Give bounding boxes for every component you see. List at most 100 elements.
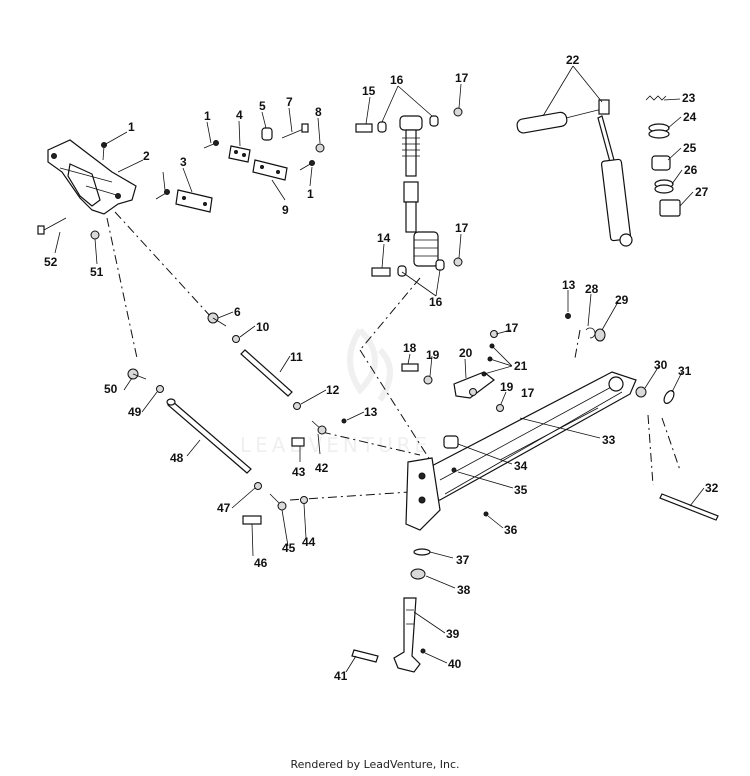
spring-26: [654, 179, 674, 194]
callout-13b: 13: [562, 278, 576, 292]
washer-19b: [469, 388, 477, 396]
bushing-16a: [377, 121, 387, 133]
callout-17d: 17: [521, 386, 535, 400]
callout-8: 8: [315, 105, 322, 119]
spring-24: [648, 123, 670, 139]
ball-joint-42: [311, 420, 327, 435]
bushing-16d: [435, 259, 445, 271]
callout-9: 9: [282, 203, 289, 217]
callout-7: 7: [286, 95, 293, 109]
callout-26: 26: [684, 163, 698, 177]
callout-19a: 19: [426, 348, 440, 362]
callout-32: 32: [705, 481, 719, 495]
bushing-5: [261, 127, 273, 141]
callout-22: 22: [566, 53, 580, 67]
nut-17d: [496, 404, 504, 412]
callout-21: 21: [514, 359, 528, 373]
washer-19a: [423, 375, 433, 385]
callout-34: 34: [514, 459, 528, 473]
pivot-bolt-32: [659, 493, 719, 521]
callout-51: 51: [90, 265, 104, 279]
bracket-20: [453, 371, 495, 399]
callout-16b: 16: [429, 295, 443, 309]
callout-45: 45: [282, 541, 296, 555]
callout-5: 5: [259, 99, 266, 113]
callout-12: 12: [326, 383, 340, 397]
callout-16a: 16: [390, 73, 404, 87]
callout-15: 15: [362, 84, 376, 98]
callout-42: 42: [315, 461, 329, 475]
callout-47: 47: [217, 501, 231, 515]
washer-38: [410, 568, 426, 580]
callout-30: 30: [654, 358, 668, 372]
callout-18: 18: [403, 341, 417, 355]
plate-3: [175, 189, 213, 213]
callout-49: 49: [128, 405, 142, 419]
nut-51: [90, 230, 100, 240]
callout-14: 14: [377, 231, 391, 245]
bolt-1b: [203, 140, 219, 149]
nut-47: [254, 482, 262, 490]
drag-link-48: [166, 398, 252, 474]
bushing-34: [443, 435, 459, 449]
nut-49: [156, 385, 164, 393]
callout-19b: 19: [500, 380, 514, 394]
callout-1b: 1: [204, 109, 211, 123]
callout-40: 40: [448, 657, 462, 671]
callout-6: 6: [234, 305, 241, 319]
bolt-18: [401, 363, 419, 372]
leader-lines: [54, 65, 705, 673]
pin-35: [451, 467, 457, 473]
ball-joint-6: [207, 312, 227, 327]
pin-13a: [341, 418, 347, 424]
zerk-40: [420, 648, 426, 654]
callout-28: 28: [585, 282, 599, 296]
callout-4: 4: [236, 108, 243, 122]
callout-25: 25: [683, 141, 697, 155]
callout-31: 31: [678, 364, 692, 378]
callout-46: 46: [254, 556, 268, 570]
fitting-30: [635, 386, 647, 398]
callout-17c: 17: [505, 321, 519, 335]
callout-1a: 1: [128, 120, 135, 134]
callout-37: 37: [456, 553, 470, 567]
bolt-43: [291, 437, 305, 447]
callout-52: 52: [44, 255, 58, 269]
callout-48: 48: [170, 451, 184, 465]
assembly-lines: [106, 211, 681, 501]
callout-35: 35: [514, 483, 528, 497]
fittings-21: [481, 343, 495, 377]
callout-44: 44: [302, 535, 316, 549]
bolt-46: [242, 515, 262, 525]
bolt-52: [37, 217, 67, 235]
cap-25: [651, 155, 671, 171]
callout-labels: 1 2 3 4 5 7 8 1 9 1 15 16 17 22 23 24 25…: [44, 53, 719, 683]
callout-2: 2: [143, 149, 150, 163]
spring-23: [645, 95, 667, 101]
bolt-15: [355, 123, 373, 133]
callout-50: 50: [104, 382, 118, 396]
bushing-16c: [397, 265, 407, 277]
callout-33: 33: [602, 433, 616, 447]
shock-absorber: [399, 115, 439, 267]
front-axle-bracket: [47, 139, 137, 215]
pin-36: [483, 511, 489, 517]
pin-41: [351, 649, 379, 663]
pin-13b: [565, 313, 571, 319]
bolt-1d: [299, 160, 315, 171]
callout-17a: 17: [455, 71, 469, 85]
ball-joint-45: [269, 493, 287, 511]
ball-joint-50: [127, 368, 147, 380]
nut-10: [232, 335, 240, 343]
tie-rod-11: [240, 349, 293, 397]
callout-20: 20: [459, 346, 473, 360]
callout-43: 43: [292, 465, 306, 479]
callout-38: 38: [457, 583, 471, 597]
nut-17a: [453, 107, 463, 117]
nut-44: [300, 496, 308, 504]
callout-10: 10: [256, 320, 270, 334]
rendered-by-footer: Rendered by LeadVenture, Inc.: [290, 758, 460, 771]
spindle-39: [393, 597, 421, 673]
callout-29: 29: [615, 293, 629, 307]
